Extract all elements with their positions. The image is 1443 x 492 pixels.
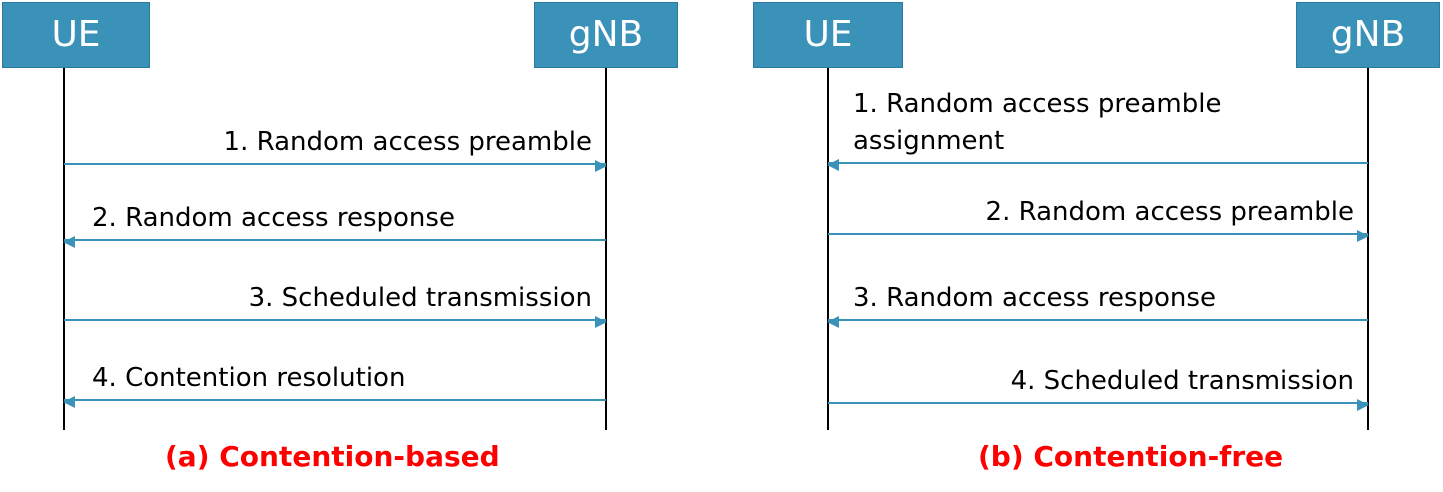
arrow-right-icon [64, 160, 607, 172]
message-label: 3. Random access response [853, 283, 1216, 313]
arrow-left-icon [827, 159, 1368, 171]
message-label: 2. Random access preamble [985, 197, 1354, 227]
gnb-node: gNB [1296, 2, 1440, 68]
ue-label: UE [51, 14, 101, 55]
gnb-lifeline [1367, 68, 1369, 430]
ue-lifeline [827, 68, 829, 430]
diagram-caption: (b) Contention-free [978, 440, 1284, 473]
message-label: 2. Random access response [92, 203, 455, 233]
message-3: 3. Random access response [827, 283, 1368, 328]
ue-node: UE [753, 2, 903, 68]
arrow-right-icon [828, 399, 1369, 411]
arrow-left-icon [63, 396, 606, 408]
message-2: 2. Random access preamble [828, 197, 1369, 242]
message-4: 4. Scheduled transmission [828, 366, 1369, 411]
arrow-left-icon [827, 316, 1368, 328]
gnb-label: gNB [1330, 14, 1406, 55]
arrow-right-icon [64, 316, 607, 328]
message-label: 1. Random access preamble [223, 127, 592, 157]
arrow-left-icon [63, 236, 606, 248]
message-4: 4. Contention resolution [63, 363, 606, 408]
message-label-line2: assignment [853, 126, 1005, 156]
diagram-contention-based: UE gNB 1. Random access preamble 2. Rand… [0, 0, 700, 492]
ue-lifeline [63, 68, 65, 430]
message-3: 3. Scheduled transmission [64, 283, 607, 328]
message-label: 3. Scheduled transmission [248, 283, 592, 313]
gnb-label: gNB [568, 14, 644, 55]
gnb-lifeline [605, 68, 607, 430]
message-2: 2. Random access response [63, 203, 606, 248]
message-label-line1: 1. Random access preamble [853, 89, 1222, 119]
message-1: 1. Random access preamble [64, 127, 607, 172]
gnb-node: gNB [534, 2, 678, 68]
message-label: 4. Contention resolution [92, 363, 406, 393]
diagram-contention-free: UE gNB 1. Random access preamble assignm… [750, 0, 1443, 492]
message-1: 1. Random access preamble assignment [827, 89, 1368, 171]
arrow-right-icon [828, 230, 1369, 242]
diagram-caption: (a) Contention-based [165, 440, 500, 473]
message-label: 4. Scheduled transmission [1010, 366, 1354, 396]
ue-node: UE [2, 2, 150, 68]
ue-label: UE [803, 14, 853, 55]
